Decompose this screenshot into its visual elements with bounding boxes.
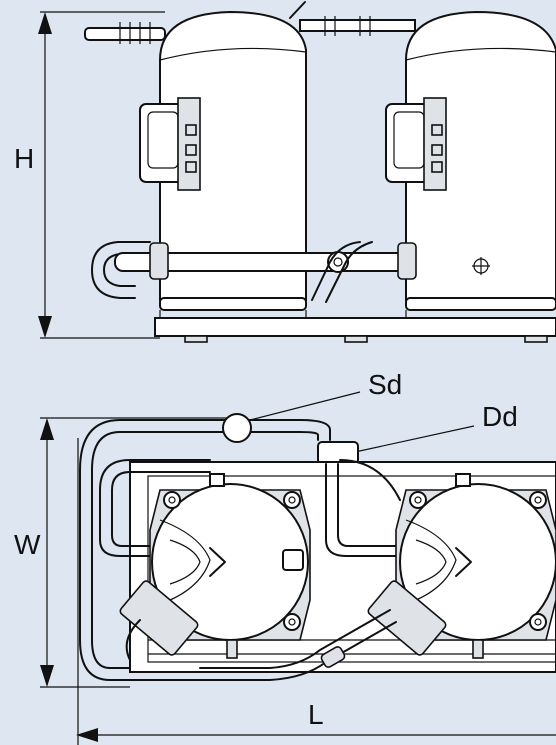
length-dimension [76,438,556,745]
length-label: L [308,699,324,730]
compressor-1-side [139,10,307,301]
compressor-2-top [367,473,556,659]
width-dimension [40,417,230,688]
height-label: H [14,143,34,174]
discharge-label: Dd [482,401,518,432]
side-view: H [14,1,556,343]
width-label: W [14,529,41,560]
suction-label: Sd [368,369,402,400]
compressor-2-side [385,10,556,301]
top-pipes [84,1,416,44]
discharge-callout: Dd [317,401,518,465]
discharge-pipes-top [99,459,401,557]
suction-callout: Sd [249,369,402,421]
equalisation-pipe-side [91,241,417,303]
equalisation-pipe-top [125,609,397,681]
base-rail-side [154,297,556,343]
height-dimension [38,11,165,339]
top-view: W L Sd Dd [14,369,556,745]
compressor-1-top [119,473,311,659]
suction-loop [79,413,331,681]
